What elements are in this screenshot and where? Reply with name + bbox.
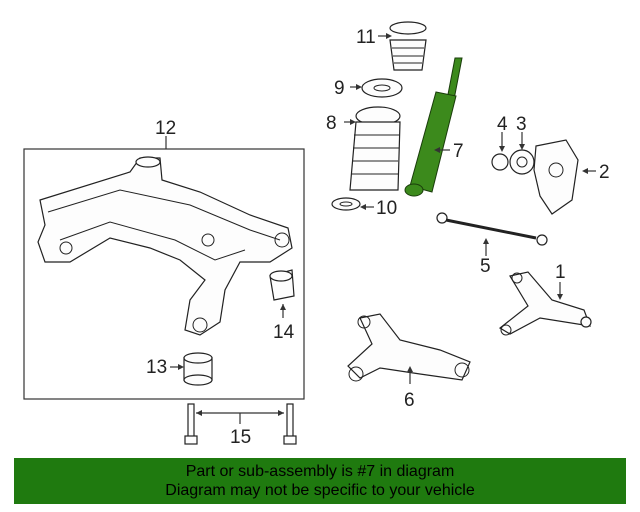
callout-4: 4 [497, 114, 508, 135]
callout-15: 15 [230, 427, 251, 448]
banner-line-2: Diagram may not be specific to your vehi… [165, 482, 475, 499]
lower-arm-6 [347, 313, 471, 384]
knuckle-group [491, 132, 596, 215]
spring-seat-9 [350, 78, 403, 98]
callout-9: 9 [334, 78, 345, 99]
callout-12: 12 [155, 118, 176, 139]
callout-3: 3 [516, 114, 527, 135]
callout-2: 2 [599, 162, 610, 183]
bushing-14 [269, 269, 295, 301]
banner-line-1: Part or sub-assembly is #7 in diagram [185, 463, 455, 480]
boot-8 [344, 106, 401, 191]
callout-5: 5 [480, 256, 491, 277]
strut-mount-11 [378, 21, 427, 71]
callout-14: 14 [273, 322, 295, 343]
shock-eye [404, 183, 424, 197]
callout-13: 13 [146, 357, 167, 378]
callout-8: 8 [326, 113, 337, 134]
isolator-10 [331, 197, 374, 211]
callout-6: 6 [404, 390, 415, 411]
shock-absorber-7[interactable] [404, 57, 463, 197]
bolts-15 [184, 403, 297, 445]
info-banner: Part or sub-assembly is #7 in diagram Di… [14, 458, 626, 504]
subframe-group [23, 136, 305, 400]
callout-1: 1 [555, 262, 566, 283]
bushing-13 [183, 352, 213, 386]
callout-11: 11 [356, 27, 376, 48]
control-arm-1 [498, 271, 592, 336]
parts-diagram: 11 9 8 10 7 4 3 2 5 1 6 12 14 13 15 [23, 21, 610, 448]
link-5 [436, 212, 548, 256]
shock-body [409, 91, 457, 193]
callout-10: 10 [376, 198, 397, 219]
callout-7: 7 [453, 141, 464, 162]
